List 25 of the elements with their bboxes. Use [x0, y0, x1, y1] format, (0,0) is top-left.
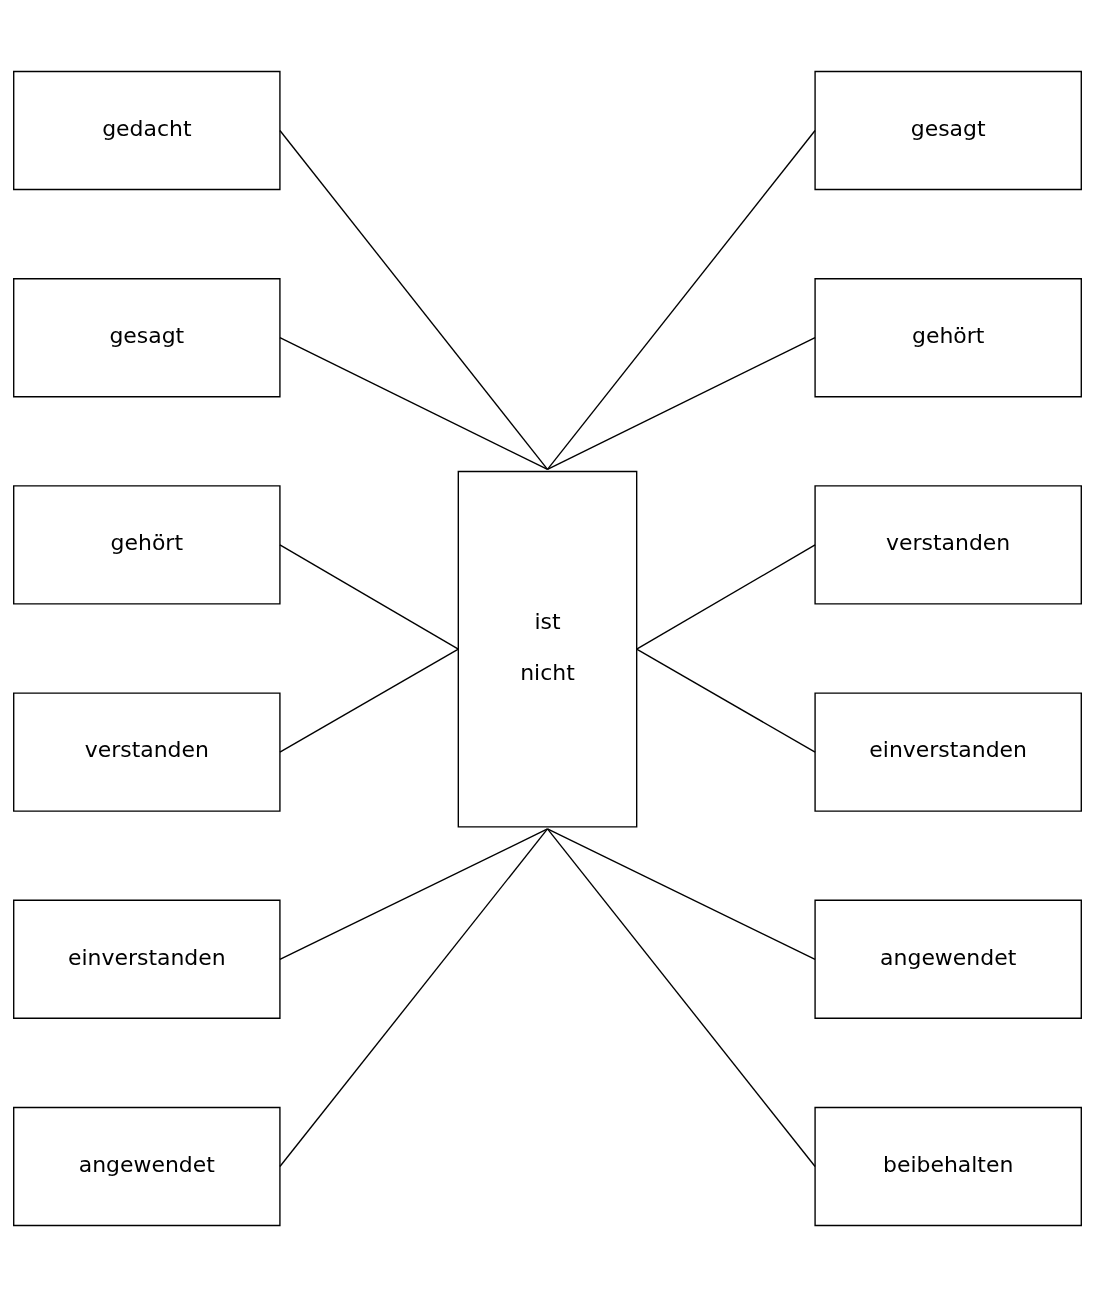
- node-box: gehört: [814, 278, 1082, 398]
- node-box: ist nicht: [457, 470, 638, 828]
- connector: [546, 828, 816, 960]
- node-box: verstanden: [814, 485, 1082, 605]
- node-box: beibehalten: [814, 1106, 1082, 1227]
- node-box: gesagt: [814, 70, 1082, 191]
- node-box: angewendet: [13, 1106, 281, 1227]
- connector: [546, 828, 816, 1168]
- connector: [279, 129, 549, 471]
- node-box: einverstanden: [13, 899, 281, 1019]
- connector: [636, 544, 816, 650]
- node-box: einverstanden: [814, 692, 1082, 812]
- node-box: gedacht: [13, 70, 281, 191]
- connector: [279, 828, 549, 1168]
- connector: [279, 544, 459, 650]
- connector: [546, 337, 816, 471]
- connector: [279, 648, 459, 753]
- connector: [546, 129, 816, 471]
- node-box: gehört: [13, 485, 281, 605]
- node-box: gesagt: [13, 278, 281, 398]
- node-box: verstanden: [13, 692, 281, 812]
- connector: [279, 337, 549, 471]
- connector: [636, 648, 816, 753]
- node-box: angewendet: [814, 899, 1082, 1019]
- connector: [279, 828, 549, 960]
